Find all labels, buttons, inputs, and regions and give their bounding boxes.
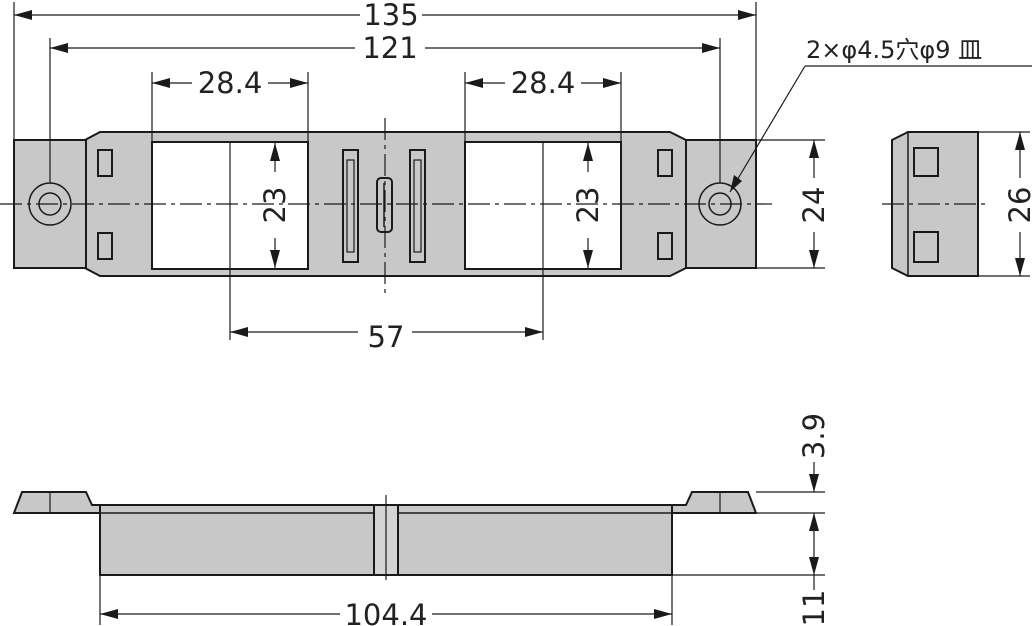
dim-overall-length-label: 135 — [363, 0, 418, 32]
dim-hole-pitch-label: 121 — [362, 31, 417, 65]
slot-right-top — [657, 149, 673, 177]
dim-front-thickness: 3.9 11 — [672, 413, 831, 626]
slot-right-bottom — [657, 232, 673, 260]
dim-window-left-height-label: 23 — [258, 187, 292, 224]
center-rib-right — [409, 149, 426, 263]
dim-overall-length: 135 — [13, 0, 757, 140]
dim-flange-thickness-label: 3.9 — [797, 413, 831, 459]
front-right-flange — [667, 491, 758, 514]
center-rib-left-inner — [346, 159, 355, 253]
front-left-flange — [12, 491, 101, 514]
dim-hole-pitch: 121 — [49, 31, 721, 183]
slot-left-top — [97, 149, 113, 177]
hole-spec-note: 2×φ4.5穴φ9 皿 — [806, 36, 982, 64]
dim-body-length-label: 104.4 — [344, 598, 427, 626]
dim-window-left-width: 28.4 — [151, 66, 309, 142]
dim-side-height: 26 — [978, 131, 1032, 277]
dim-window-left-width-label: 28.4 — [198, 66, 263, 100]
top-view — [0, 118, 772, 295]
hole-callout: 2×φ4.5穴φ9 皿 — [729, 36, 1032, 193]
front-view — [12, 491, 758, 580]
side-view — [882, 131, 990, 277]
dim-side-height-label: 26 — [1003, 187, 1032, 224]
dim-window-right-height-label: 23 — [571, 187, 605, 224]
dim-body-height: 24 — [756, 139, 831, 269]
dim-window-left-height: 23 — [258, 143, 292, 268]
side-view-boss-bottom — [913, 231, 939, 263]
dim-body-length: 104.4 — [99, 575, 673, 626]
center-rib-left — [342, 149, 359, 263]
dim-window-right-width: 28.4 — [464, 66, 622, 142]
center-rib-right-inner — [413, 159, 422, 253]
dim-window-pitch-label: 57 — [368, 320, 405, 354]
slot-left-bottom — [97, 232, 113, 260]
dim-window-right-height: 23 — [571, 143, 605, 268]
dim-window-right-width-label: 28.4 — [511, 66, 576, 100]
dim-window-pitch: 57 — [229, 142, 544, 354]
side-view-boss-top — [913, 147, 939, 177]
dim-body-depth-label: 11 — [797, 590, 831, 626]
dim-body-height-label: 24 — [797, 187, 831, 224]
